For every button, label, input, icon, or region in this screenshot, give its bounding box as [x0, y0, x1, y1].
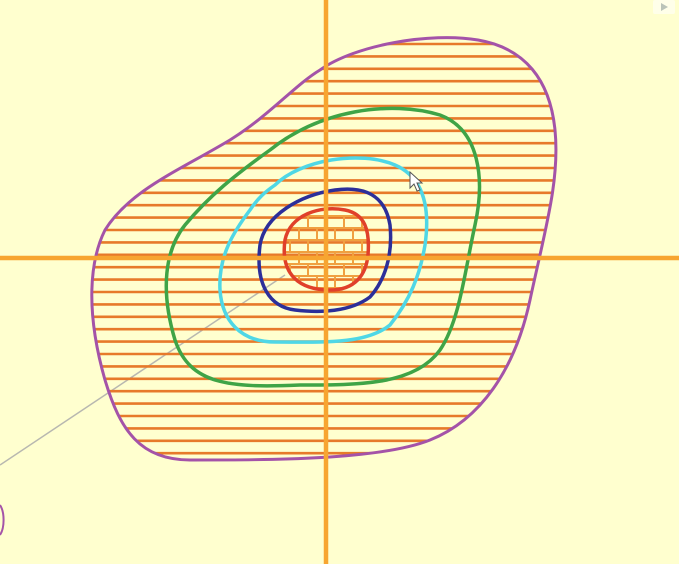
- play-icon[interactable]: [653, 0, 675, 14]
- corner-arc: [0, 504, 5, 536]
- green-contour: [164, 106, 482, 388]
- outer-boundary-contour: [90, 36, 558, 462]
- leader-line: [0, 274, 286, 466]
- mouse-pointer-icon: [409, 170, 424, 192]
- red-contour: [282, 207, 371, 292]
- cyan-contour: [218, 156, 429, 344]
